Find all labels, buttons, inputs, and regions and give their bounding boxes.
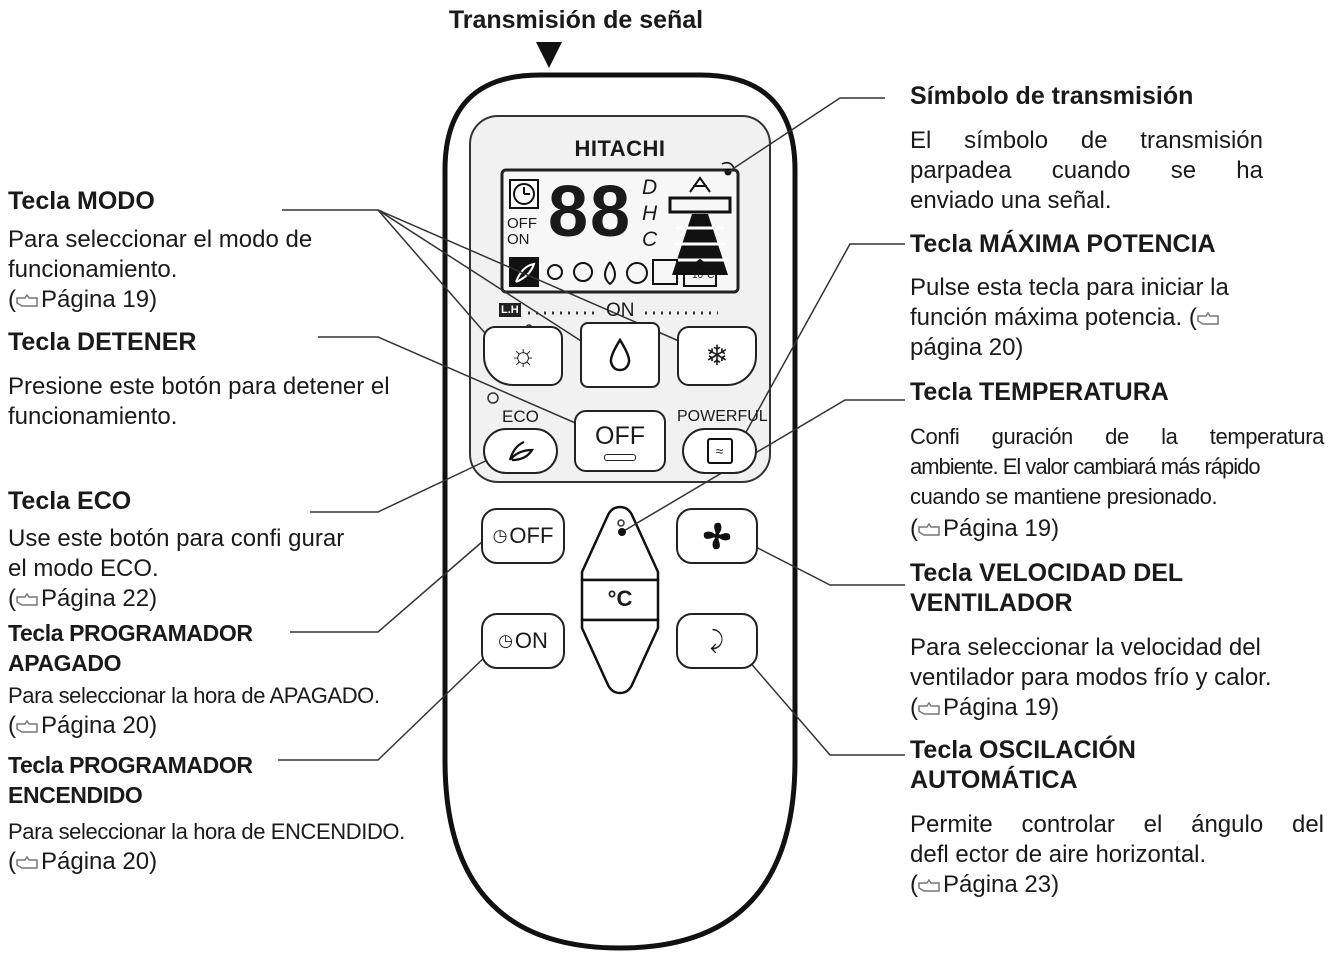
lcd-timer-on: ON bbox=[507, 231, 530, 248]
stop-line-1: Presione este botón para detener el bbox=[8, 373, 390, 400]
lcd-mode-letter-c: C bbox=[642, 228, 658, 251]
mode-title: Tecla MODO bbox=[8, 187, 155, 215]
eco-title: Tecla ECO bbox=[8, 487, 132, 515]
lcd-mode-letter-d: D bbox=[642, 176, 658, 199]
on-label: ON bbox=[606, 300, 635, 321]
powerful-ref: página 20) bbox=[910, 334, 1024, 361]
pointing-hand-icon bbox=[918, 879, 940, 892]
fan-title-1: Tecla VELOCIDAD DEL bbox=[910, 559, 1184, 587]
fan-line-2: ventilador para modos frío y calor. bbox=[910, 664, 1272, 691]
timer-on-title-1: Tecla PROGRAMADOR bbox=[8, 752, 253, 778]
lcd-preset-temp: 10°C bbox=[692, 270, 715, 281]
timer-off-ref: (Página 20) bbox=[8, 712, 158, 739]
swing-title-2: AUTOMÁTICA bbox=[910, 766, 1078, 794]
temperature-ref: (Página 19) bbox=[910, 515, 1060, 542]
pointing-hand-icon bbox=[16, 856, 38, 869]
temperature-label-box bbox=[580, 578, 660, 622]
temperature-line-1: Confi guración de la temperatura bbox=[910, 424, 1324, 449]
eco-line-2: el modo ECO. bbox=[8, 555, 159, 582]
clock-icon: ◷ bbox=[492, 526, 508, 545]
clock-icon bbox=[509, 179, 539, 209]
temperature-title: Tecla TEMPERATURA bbox=[910, 378, 1169, 406]
swing-button[interactable]: ⤸ bbox=[676, 613, 758, 669]
swing-ref: (Página 23) bbox=[910, 871, 1060, 898]
pointing-hand-icon bbox=[1197, 312, 1219, 325]
powerful-line-1: Pulse esta tecla para iniciar la bbox=[910, 274, 1229, 301]
fan-title-2: VENTILADOR bbox=[910, 589, 1073, 617]
transmission-line-1: El símbolo de transmisión bbox=[910, 127, 1263, 154]
indoor-unit-icon bbox=[668, 176, 732, 275]
swing-line-1: Permite controlar el ángulo del bbox=[910, 811, 1324, 838]
lcd-mode-icons bbox=[509, 257, 717, 287]
heat-mode-button[interactable]: ☼ bbox=[483, 326, 563, 386]
swing-icon: ⤸ bbox=[709, 627, 725, 654]
mode-ref: (Página 19) bbox=[8, 286, 158, 313]
temperature-down-button[interactable] bbox=[580, 618, 660, 695]
sun-icon: ☼ bbox=[509, 339, 537, 372]
fan-icon bbox=[703, 522, 731, 550]
pointing-hand-icon bbox=[16, 593, 38, 606]
cool-mode-button[interactable]: ❄ bbox=[677, 326, 757, 386]
down-triangle-icon bbox=[536, 42, 562, 68]
stop-title: Tecla DETENER bbox=[8, 328, 197, 356]
lcd-mode-letter-h: H bbox=[642, 202, 658, 225]
eco-ref: (Página 22) bbox=[8, 585, 158, 612]
powerful-title: Tecla MÁXIMA POTENCIA bbox=[910, 230, 1216, 258]
pointing-hand-icon bbox=[16, 294, 38, 307]
timer-on-title-2: ENCENDIDO bbox=[8, 782, 143, 808]
fan-ref: (Página 19) bbox=[910, 694, 1060, 721]
eco-button[interactable] bbox=[483, 428, 558, 474]
drop-icon bbox=[609, 338, 631, 372]
stop-line-2: funcionamiento. bbox=[8, 403, 178, 430]
timer-off-button[interactable]: ◷ OFF bbox=[481, 508, 565, 564]
timer-on-label: ON bbox=[514, 628, 548, 653]
transmission-title: Símbolo de transmisión bbox=[910, 82, 1194, 110]
transmission-line-3: enviado una señal. bbox=[910, 187, 1112, 214]
swing-line-2: defl ector de aire horizontal. bbox=[910, 841, 1207, 868]
powerful-label: POWERFUL bbox=[677, 408, 768, 425]
stop-button[interactable]: OFF bbox=[574, 410, 666, 472]
powerful-icon: ≈ bbox=[706, 438, 733, 464]
mode-line-1: Para seleccionar el modo de bbox=[8, 226, 313, 253]
powerful-line-2: función máxima potencia. ( bbox=[910, 303, 1222, 333]
timer-on-line-1: Para seleccionar la hora de ENCENDIDO. bbox=[8, 819, 405, 844]
level-label: L.H bbox=[499, 303, 521, 317]
dry-mode-button[interactable] bbox=[580, 322, 660, 388]
signal-label: Transmisión de señal bbox=[448, 6, 704, 34]
transmission-line-2: parpadea cuando se ha bbox=[910, 157, 1263, 184]
brand-logo: HITACHI bbox=[574, 136, 666, 161]
eco-label: ECO bbox=[502, 407, 539, 426]
fan-line-1: Para seleccionar la velocidad del bbox=[910, 634, 1261, 661]
timer-on-ref: (Página 20) bbox=[8, 848, 158, 875]
temperature-unit: °C bbox=[607, 586, 633, 611]
eco-line-1: Use este botón para confi gurar bbox=[8, 525, 345, 552]
timer-off-label: OFF bbox=[509, 523, 554, 548]
pointing-hand-icon bbox=[16, 720, 38, 733]
timer-off-title-1: Tecla PROGRAMADOR bbox=[8, 620, 253, 646]
pointing-hand-icon bbox=[918, 523, 940, 536]
fan-speed-button[interactable] bbox=[676, 508, 758, 564]
clock-icon: ◷ bbox=[498, 631, 513, 650]
temperature-line-2: ambiente. El valor cambiará más rápido bbox=[910, 454, 1261, 479]
temperature-line-3: cuando se mantiene presionado. bbox=[910, 484, 1218, 509]
timer-off-title-2: APAGADO bbox=[8, 650, 122, 676]
timer-on-button[interactable]: ◷ ON bbox=[481, 613, 565, 669]
mode-line-2: funcionamiento. bbox=[8, 256, 178, 283]
powerful-button[interactable]: ≈ bbox=[682, 428, 757, 474]
snowflake-icon: ❄ bbox=[705, 340, 729, 371]
off-bar bbox=[604, 453, 636, 461]
leaf-icon bbox=[508, 440, 534, 462]
pointing-hand-icon bbox=[918, 702, 940, 715]
lcd-digits: 88 bbox=[547, 172, 633, 252]
timer-off-line-1: Para seleccionar la hora de APAGADO. bbox=[8, 683, 380, 708]
lcd-timer-off: OFF bbox=[507, 215, 537, 232]
off-label: OFF bbox=[595, 421, 645, 450]
swing-title-1: Tecla OSCILACIÓN bbox=[910, 736, 1136, 764]
